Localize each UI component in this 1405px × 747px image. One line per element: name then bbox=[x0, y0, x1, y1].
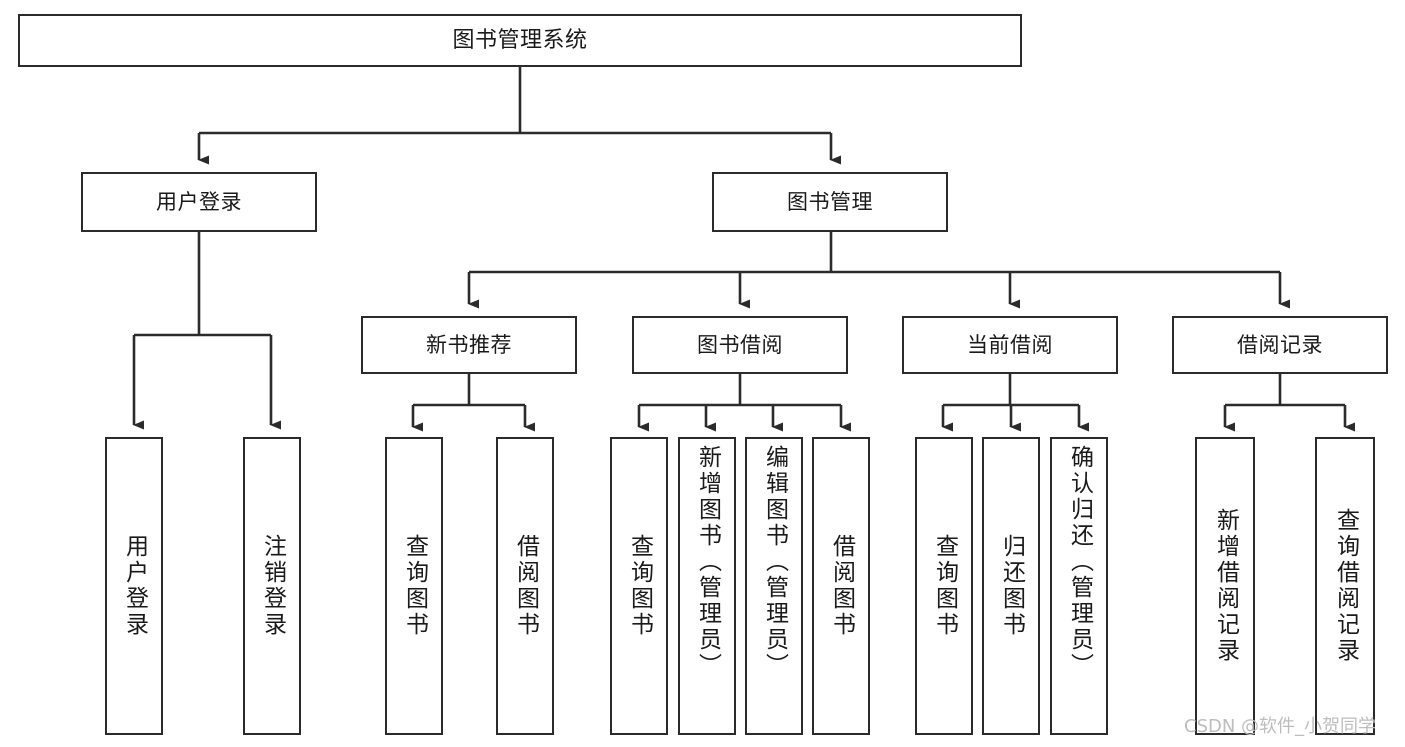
node-root[interactable]: 图书管理系统 bbox=[18, 14, 1022, 67]
leaf-query-book-1-label: 查询图书 bbox=[401, 534, 428, 638]
leaf-confirm-return-label: 确认归还（管理员） bbox=[1066, 445, 1093, 679]
leaf-edit-book-label: 编辑图书（管理员） bbox=[761, 445, 788, 679]
leaf-logout-login[interactable]: 注销登录 bbox=[243, 437, 301, 735]
leaf-add-book[interactable]: 新增图书（管理员） bbox=[678, 437, 736, 735]
leaf-query-book-3[interactable]: 查询图书 bbox=[915, 437, 973, 735]
leaf-add-record-label: 新增借阅记录 bbox=[1212, 508, 1239, 664]
node-book-manage[interactable]: 图书管理 bbox=[712, 172, 948, 232]
leaf-borrow-book-2[interactable]: 借阅图书 bbox=[812, 437, 870, 735]
leaf-borrow-book-2-label: 借阅图书 bbox=[828, 534, 855, 638]
node-user-login[interactable]: 用户登录 bbox=[81, 172, 317, 232]
node-current-borrow[interactable]: 当前借阅 bbox=[902, 316, 1118, 374]
leaf-logout-login-label: 注销登录 bbox=[259, 534, 286, 638]
leaf-query-record-label: 查询借阅记录 bbox=[1332, 508, 1359, 664]
leaf-add-record[interactable]: 新增借阅记录 bbox=[1195, 437, 1255, 735]
node-current-borrow-label: 当前借阅 bbox=[967, 332, 1053, 357]
node-book-manage-label: 图书管理 bbox=[787, 189, 873, 214]
leaf-user-login[interactable]: 用户登录 bbox=[105, 437, 163, 735]
leaf-user-login-label: 用户登录 bbox=[121, 534, 148, 638]
leaf-confirm-return[interactable]: 确认归还（管理员） bbox=[1050, 437, 1108, 735]
node-user-login-label: 用户登录 bbox=[156, 189, 242, 214]
node-new-book-recommend[interactable]: 新书推荐 bbox=[361, 316, 577, 374]
leaf-query-book-2-label: 查询图书 bbox=[626, 534, 653, 638]
leaf-query-book-2[interactable]: 查询图书 bbox=[610, 437, 668, 735]
node-book-borrow-label: 图书借阅 bbox=[697, 332, 783, 357]
node-new-book-recommend-label: 新书推荐 bbox=[426, 332, 512, 357]
leaf-query-book-1[interactable]: 查询图书 bbox=[385, 437, 443, 735]
node-borrow-record-label: 借阅记录 bbox=[1237, 332, 1323, 357]
node-root-label: 图书管理系统 bbox=[452, 27, 588, 53]
leaf-query-book-3-label: 查询图书 bbox=[931, 534, 958, 638]
leaf-borrow-book-1[interactable]: 借阅图书 bbox=[496, 437, 554, 735]
leaf-return-book-label: 归还图书 bbox=[998, 534, 1025, 638]
leaf-borrow-book-1-label: 借阅图书 bbox=[512, 534, 539, 638]
node-book-borrow[interactable]: 图书借阅 bbox=[632, 316, 848, 374]
leaf-add-book-label: 新增图书（管理员） bbox=[694, 445, 721, 679]
csdn-watermark: CSDN @软件_小贺同学 bbox=[1184, 716, 1377, 737]
leaf-query-record[interactable]: 查询借阅记录 bbox=[1315, 437, 1375, 735]
node-borrow-record[interactable]: 借阅记录 bbox=[1172, 316, 1388, 374]
leaf-return-book[interactable]: 归还图书 bbox=[982, 437, 1040, 735]
leaf-edit-book[interactable]: 编辑图书（管理员） bbox=[745, 437, 803, 735]
